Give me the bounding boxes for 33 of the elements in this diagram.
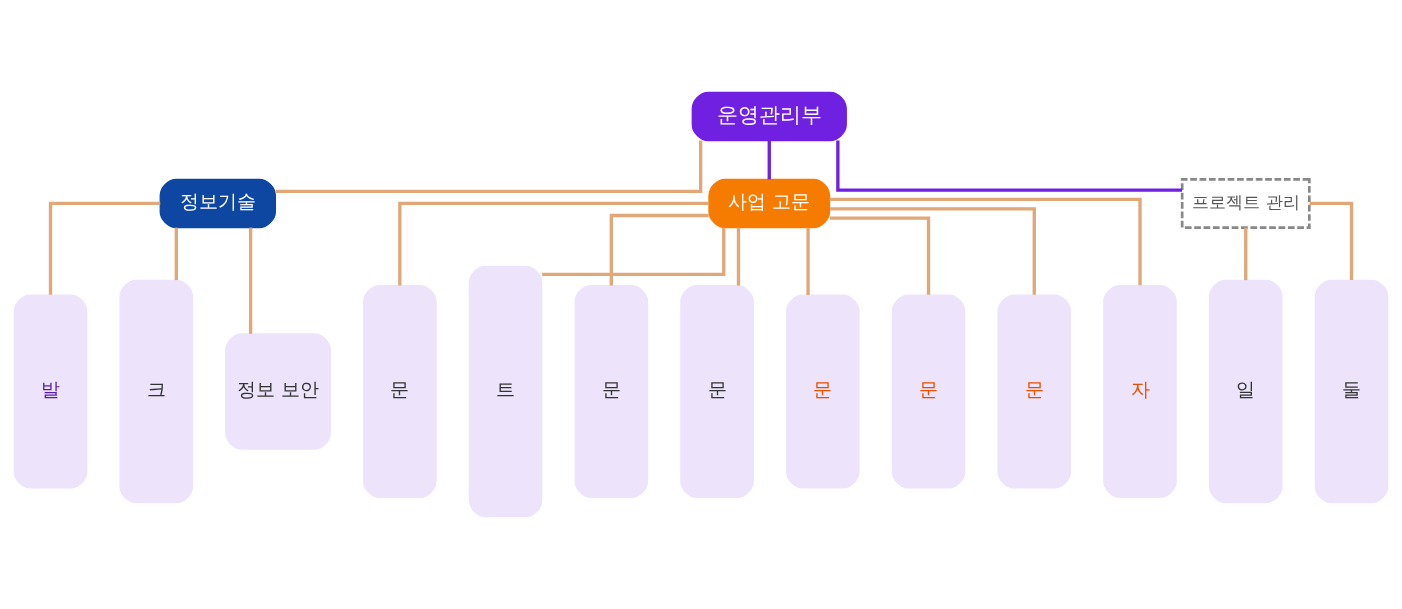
node-box: 문	[786, 294, 860, 489]
node-box: 프로젝트 관리	[1180, 178, 1311, 229]
node-box: 트	[468, 265, 543, 518]
node-box: 정보기술	[159, 178, 277, 229]
connector	[767, 140, 771, 180]
node-box: 문	[574, 285, 649, 498]
connector	[1244, 227, 1248, 281]
connector	[829, 216, 931, 295]
connector	[398, 201, 709, 286]
node-box: 문	[997, 294, 1072, 489]
connector	[609, 213, 709, 286]
node-box: 둘	[1314, 279, 1389, 504]
connector	[48, 201, 161, 295]
connector	[829, 197, 1142, 286]
connector	[1309, 201, 1354, 280]
node-box: 발	[13, 294, 88, 489]
connector	[836, 140, 1182, 192]
connector	[736, 227, 741, 286]
connector	[248, 227, 253, 334]
connector	[542, 227, 726, 277]
node-box: 자	[1103, 285, 1177, 498]
node-box: 일	[1208, 279, 1283, 504]
connector	[174, 227, 178, 281]
node-box: 문	[363, 285, 437, 498]
connector	[830, 207, 1036, 295]
connector	[275, 140, 703, 194]
connector	[806, 227, 810, 295]
node-box: 사업 고문	[708, 178, 831, 229]
node-box: 정보 보안	[225, 333, 331, 450]
node-box: 운영관리부	[691, 91, 847, 142]
node-box: 문	[680, 285, 754, 498]
node-box: 문	[891, 294, 966, 489]
node-box: 크	[119, 279, 194, 504]
